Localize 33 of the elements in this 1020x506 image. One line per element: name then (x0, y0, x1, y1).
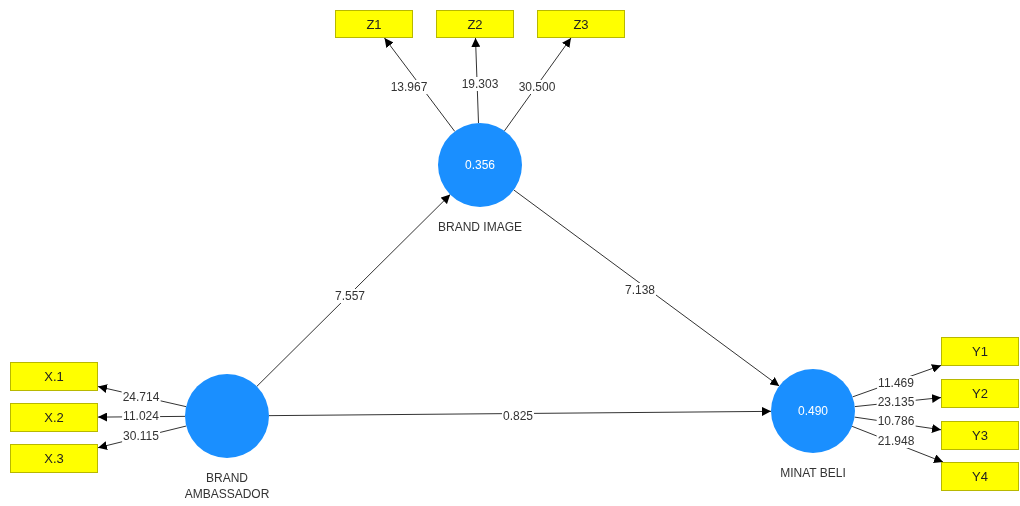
edge-label: 10.786 (876, 414, 916, 428)
edge-label: 11.469 (877, 376, 915, 390)
arrow (268, 406, 772, 417)
indicator-box: Y3 (941, 421, 1019, 450)
edge-label: 30.500 (517, 80, 557, 94)
indicator-box: Z2 (436, 10, 514, 38)
indicator-box: Z3 (537, 10, 625, 38)
indicator-box: Y1 (941, 337, 1019, 366)
indicator-box: X.1 (10, 362, 98, 391)
indicator-box: X.3 (10, 444, 98, 473)
edge-label: 24.714 (121, 390, 161, 404)
indicator-box: X.2 (10, 403, 98, 432)
edge-label: 19.303 (460, 77, 500, 91)
arrow (513, 189, 780, 387)
construct-name: BRAND AMBASSADOR (183, 470, 271, 502)
indicator-box: Y4 (941, 462, 1019, 491)
edge-label: 13.967 (389, 80, 429, 94)
construct-name: MINAT BELI (779, 465, 847, 481)
edge-label: 0.825 (502, 409, 534, 423)
arrow (256, 194, 451, 387)
edge-label: 23.135 (876, 395, 916, 409)
indicator-box: Z1 (335, 10, 413, 38)
latent-variable-circle: 0.490 (771, 369, 855, 453)
latent-variable-circle: 0.356 (438, 123, 522, 207)
construct-name: BRAND IMAGE (437, 219, 523, 235)
edge-label: 11.024 (122, 409, 160, 423)
indicator-box: Y2 (941, 379, 1019, 408)
edge-label: 7.138 (624, 283, 656, 297)
edge-label: 30.115 (122, 429, 160, 443)
arrow (384, 37, 456, 132)
arrow (503, 37, 572, 132)
edge-label: 7.557 (334, 289, 366, 303)
edge-label: 21.948 (876, 434, 916, 448)
